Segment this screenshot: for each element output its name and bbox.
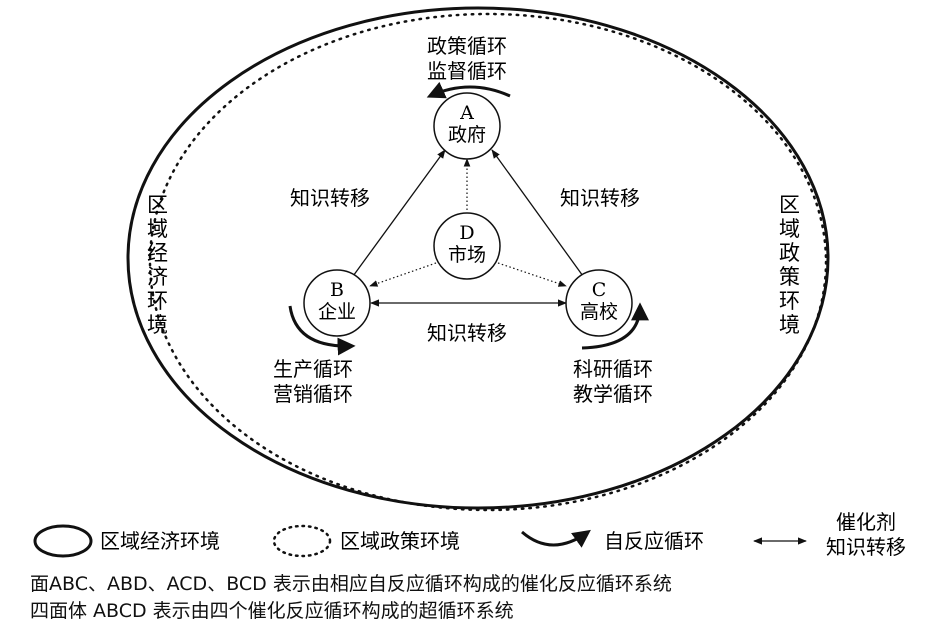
regional-policy-environment bbox=[148, 12, 828, 512]
econ-char-2: 域 bbox=[147, 217, 168, 241]
loop-arc-b bbox=[288, 305, 356, 356]
legend-economic-label: 区域经济环境 bbox=[100, 529, 220, 553]
edge-d-c bbox=[497, 262, 567, 287]
policy-char-4: 策 bbox=[779, 265, 800, 289]
node-b-letter: B bbox=[330, 279, 344, 301]
node-c-name: 高校 bbox=[580, 301, 618, 323]
loop-arc-c bbox=[581, 302, 649, 350]
policy-char-1: 区 bbox=[779, 193, 800, 217]
node-d-letter: D bbox=[459, 222, 474, 244]
node-a-name: 政府 bbox=[448, 124, 486, 146]
legend-solid-ellipse-icon bbox=[33, 524, 93, 558]
econ-char-5: 环 bbox=[147, 289, 168, 313]
econ-char-1: 区 bbox=[147, 193, 168, 217]
legend-transfer-label-1: 催化剂 bbox=[836, 510, 896, 534]
edge-d-b bbox=[369, 262, 437, 287]
node-a-letter: A bbox=[459, 102, 474, 124]
policy-char-2: 域 bbox=[779, 217, 800, 241]
node-a-government bbox=[433, 92, 501, 160]
legend-transfer-label-2: 知识转移 bbox=[826, 535, 906, 559]
node-b-enterprise bbox=[303, 269, 371, 337]
economic-env-vertical-label: 区 域 经 济 环 境 bbox=[147, 193, 175, 337]
policy-char-3: 政 bbox=[779, 241, 800, 265]
edge-a-c bbox=[491, 149, 589, 284]
node-d-name: 市场 bbox=[448, 244, 486, 266]
loop-c-label-1: 科研循环 bbox=[573, 357, 653, 381]
legend-loop-arrow-icon bbox=[521, 529, 591, 548]
legend-loop-label: 自反应循环 bbox=[604, 529, 704, 553]
policy-char-5: 环 bbox=[779, 289, 800, 313]
edge-label-ab: 知识转移 bbox=[290, 186, 370, 210]
edge-label-ac: 知识转移 bbox=[560, 186, 640, 210]
legend-dotted-ellipse-icon bbox=[272, 524, 332, 558]
caption-line-1: 面ABC、ABD、ACD、BCD 表示由相应自反应循环构成的催化反应循环系统 bbox=[30, 573, 672, 595]
policy-env-vertical-label: 区 域 政 策 环 境 bbox=[779, 193, 807, 337]
loop-c-label-2: 教学循环 bbox=[573, 382, 653, 406]
legend: 区域经济环境 区域政策环境 自反应循环 催化剂 知识转移 bbox=[33, 510, 906, 559]
loop-a-label-1: 政策循环 bbox=[427, 34, 507, 58]
node-b-name: 企业 bbox=[318, 301, 356, 323]
loop-a-label-2: 监督循环 bbox=[427, 59, 507, 83]
caption-line-2: 四面体 ABCD 表示由四个催化反应循环构成的超循环系统 bbox=[30, 600, 514, 622]
loop-arc-a bbox=[426, 81, 511, 99]
econ-char-6: 境 bbox=[147, 313, 168, 337]
loop-b-label-2: 营销循环 bbox=[273, 382, 353, 406]
legend-policy-label: 区域政策环境 bbox=[340, 529, 460, 553]
edge-a-b bbox=[347, 149, 446, 284]
econ-char-3: 经 bbox=[147, 241, 168, 265]
econ-char-4: 济 bbox=[147, 265, 168, 289]
regional-economic-environment bbox=[126, 6, 830, 510]
policy-char-6: 境 bbox=[779, 313, 800, 337]
loop-b-label-1: 生产循环 bbox=[273, 357, 353, 381]
edge-label-bc: 知识转移 bbox=[427, 321, 507, 345]
node-d-market bbox=[433, 212, 501, 280]
node-c-letter: C bbox=[592, 279, 607, 301]
